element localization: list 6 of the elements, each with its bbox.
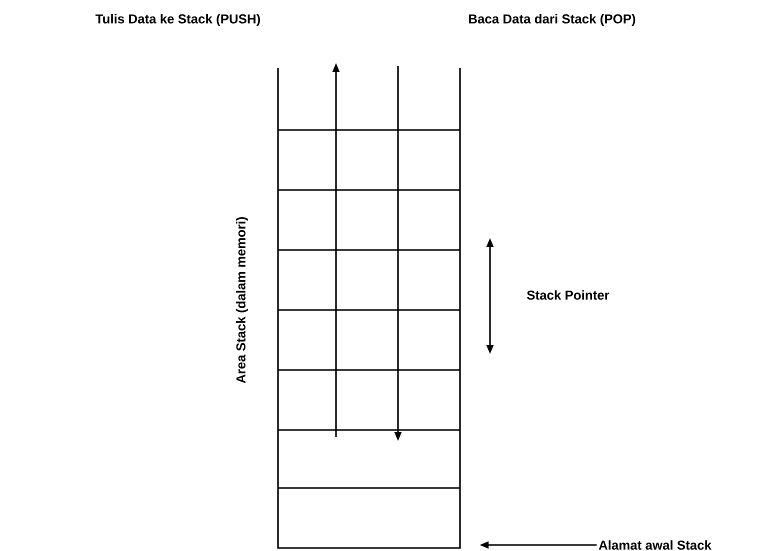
stack-column [277,68,461,549]
text-label: Alamat awal Stack [598,540,712,550]
text-label: Area Stack (dalam memori) [236,217,248,384]
text-label: Baca Data dari Stack (POP) [469,14,636,26]
text-label: Stack Pointer [527,290,610,300]
text-label: Tulis Data ke Stack (PUSH) [96,14,260,26]
